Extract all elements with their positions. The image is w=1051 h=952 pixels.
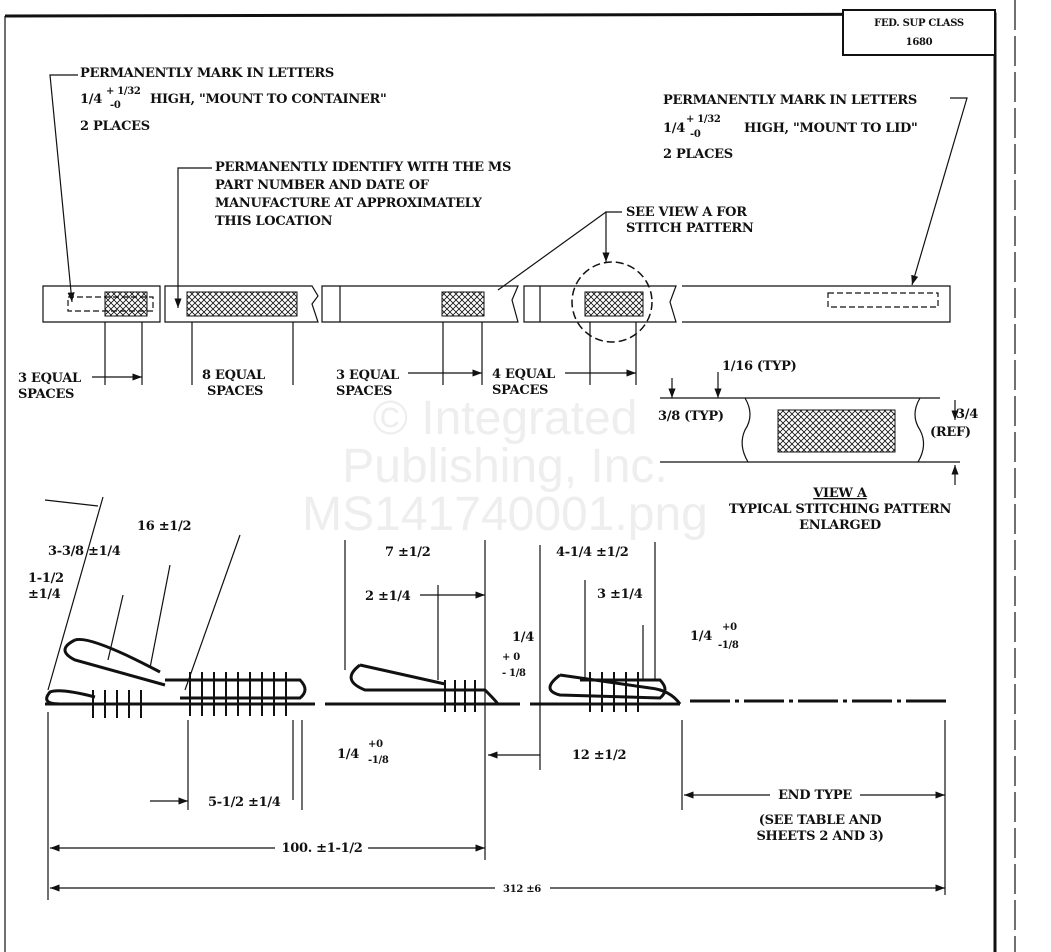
dimensions-end_type: END TYPE bbox=[778, 788, 852, 803]
stitch-patch bbox=[441, 291, 485, 317]
notes-identify-line3: MANUFACTURE AT APPROXIMATELY bbox=[215, 196, 483, 211]
title-block: FED. SUP CLASS 1680 bbox=[842, 9, 996, 56]
watermark-line3: MS141740001.png bbox=[302, 488, 708, 541]
watermark: © Integrated Publishing, Inc. MS14174000… bbox=[302, 392, 708, 541]
spacing_labels-1-line1: 8 EQUAL bbox=[202, 368, 265, 383]
dimensions-d312: 312 ±6 bbox=[503, 884, 541, 895]
notes-lid_mark-tol_plus: + 1/32 bbox=[686, 114, 721, 125]
title_block-line2: 1680 bbox=[906, 37, 933, 48]
dimensions-d3: 3 ±1/4 bbox=[597, 587, 643, 602]
spacing_labels-3-line1: 4 EQUAL bbox=[492, 367, 555, 382]
dimensions-q3-minus: -1/8 bbox=[368, 755, 389, 766]
note-mount-to-container: PERMANENTLY MARK IN LETTERS 1/4 + 1/32 -… bbox=[49, 66, 387, 303]
view_a-title: VIEW A bbox=[812, 486, 868, 501]
view_a-dim_row: 3/8 (TYP) bbox=[658, 409, 724, 424]
dimensions-d1_1_2_tol: ±1/4 bbox=[28, 587, 61, 602]
view_a-dim_width_ref: (REF) bbox=[930, 425, 971, 440]
dimensions-q2-plus: +0 bbox=[722, 622, 737, 633]
notes-identify-line4: THIS LOCATION bbox=[215, 214, 333, 229]
notes-lid_mark-size: 1/4 bbox=[663, 121, 685, 136]
spacing-dimensions: 3 EQUAL SPACES 8 EQUAL SPACES 3 EQUAL SP… bbox=[18, 322, 637, 402]
note-see-view-a: SEE VIEW A FOR STITCH PATTERN bbox=[497, 205, 754, 291]
spacing_labels-2-line2: SPACES bbox=[336, 384, 392, 399]
dimensions-d1_1_2: 1-1/2 bbox=[28, 571, 64, 586]
notes-lid_mark-tol_minus: -0 bbox=[690, 129, 701, 140]
view_a-caption2: ENLARGED bbox=[799, 518, 881, 533]
watermark-line2: Publishing, Inc. bbox=[342, 440, 668, 493]
stitch-patch bbox=[186, 291, 298, 317]
note-mount-to-lid: PERMANENTLY MARK IN LETTERS 1/4 + 1/32 -… bbox=[663, 93, 968, 286]
dimensions-d7: 7 ±1/2 bbox=[385, 545, 431, 560]
dimensions-d16: 16 ±1/2 bbox=[137, 519, 191, 534]
dimensions-d12: 12 ±1/2 bbox=[572, 748, 626, 763]
view-a-callout-circle bbox=[571, 261, 653, 343]
notes-see_view-line2: STITCH PATTERN bbox=[626, 221, 754, 236]
note-part-number: PERMANENTLY IDENTIFY WITH THE MS PART NU… bbox=[174, 160, 511, 308]
notes-container_mark-size: 1/4 bbox=[80, 92, 102, 107]
notes-see_view-line1: SEE VIEW A FOR bbox=[626, 205, 747, 220]
dimensions: 16 ±1/2 3-3/8 ±1/4 1-1/2 ±1/4 7 ±1/2 4-1… bbox=[28, 496, 946, 900]
view_a-dim_width: 3/4 bbox=[956, 407, 978, 422]
strap-top-view bbox=[42, 261, 951, 343]
watermark-line1: © Integrated bbox=[373, 392, 638, 445]
view_a-caption1: TYPICAL STITCHING PATTERN bbox=[729, 502, 952, 517]
dimensions-q3-plus: +0 bbox=[368, 739, 383, 750]
dimensions-q1-plus: + 0 bbox=[502, 652, 520, 663]
notes-container_mark-text: HIGH, "MOUNT TO CONTAINER" bbox=[150, 92, 386, 107]
dimensions-d100: 100. ±1-1/2 bbox=[281, 841, 362, 856]
spacing_labels-3-line2: SPACES bbox=[492, 383, 548, 398]
dimensions-q1-minus: - 1/8 bbox=[502, 668, 526, 679]
spacing_labels-2-line1: 3 EQUAL bbox=[336, 368, 399, 383]
dimensions-end_note2: SHEETS 2 AND 3) bbox=[756, 829, 883, 844]
spacing_labels-0-line1: 3 EQUAL bbox=[18, 371, 81, 386]
stitch-patch bbox=[584, 291, 644, 317]
dimensions-d3_3_8: 3-3/8 ±1/4 bbox=[48, 544, 121, 559]
view_a-dim_edge: 1/16 (TYP) bbox=[722, 359, 796, 374]
spacing_labels-1-line2: SPACES bbox=[207, 384, 263, 399]
dimensions-q1-value: 1/4 bbox=[512, 630, 534, 645]
dimensions-d4_1_4: 4-1/4 ±1/2 bbox=[556, 545, 629, 560]
notes-container_mark-places: 2 PLACES bbox=[80, 119, 150, 134]
dimensions-q3-value: 1/4 bbox=[337, 747, 359, 762]
dimensions-q2-value: 1/4 bbox=[690, 629, 712, 644]
notes-container_mark-tol_plus: + 1/32 bbox=[106, 86, 141, 97]
stitch-patch bbox=[104, 291, 148, 317]
notes-lid_mark-places: 2 PLACES bbox=[663, 147, 733, 162]
notes-lid_mark-line1: PERMANENTLY MARK IN LETTERS bbox=[663, 93, 917, 108]
notes-lid_mark-text: HIGH, "MOUNT TO LID" bbox=[744, 121, 918, 136]
strap-side-view bbox=[45, 637, 950, 718]
view-a-detail: 1/16 (TYP) 3/8 (TYP) 3/4 (REF) VIEW A TY… bbox=[658, 359, 978, 533]
dimensions-q2-minus: -1/8 bbox=[718, 640, 739, 651]
dimensions-d5_1_2: 5-1/2 ±1/4 bbox=[208, 795, 281, 810]
notes-identify-line2: PART NUMBER AND DATE OF bbox=[215, 178, 430, 193]
dimensions-d2: 2 ±1/4 bbox=[365, 589, 411, 604]
notes-container_mark-line1: PERMANENTLY MARK IN LETTERS bbox=[80, 66, 334, 81]
dimensions-end_note1: (SEE TABLE AND bbox=[759, 813, 882, 828]
spacing_labels-0-line2: SPACES bbox=[18, 387, 74, 402]
notes-container_mark-tol_minus: -0 bbox=[110, 100, 121, 111]
notes-identify-line1: PERMANENTLY IDENTIFY WITH THE MS bbox=[215, 160, 511, 175]
title_block-line1: FED. SUP CLASS bbox=[874, 18, 964, 29]
